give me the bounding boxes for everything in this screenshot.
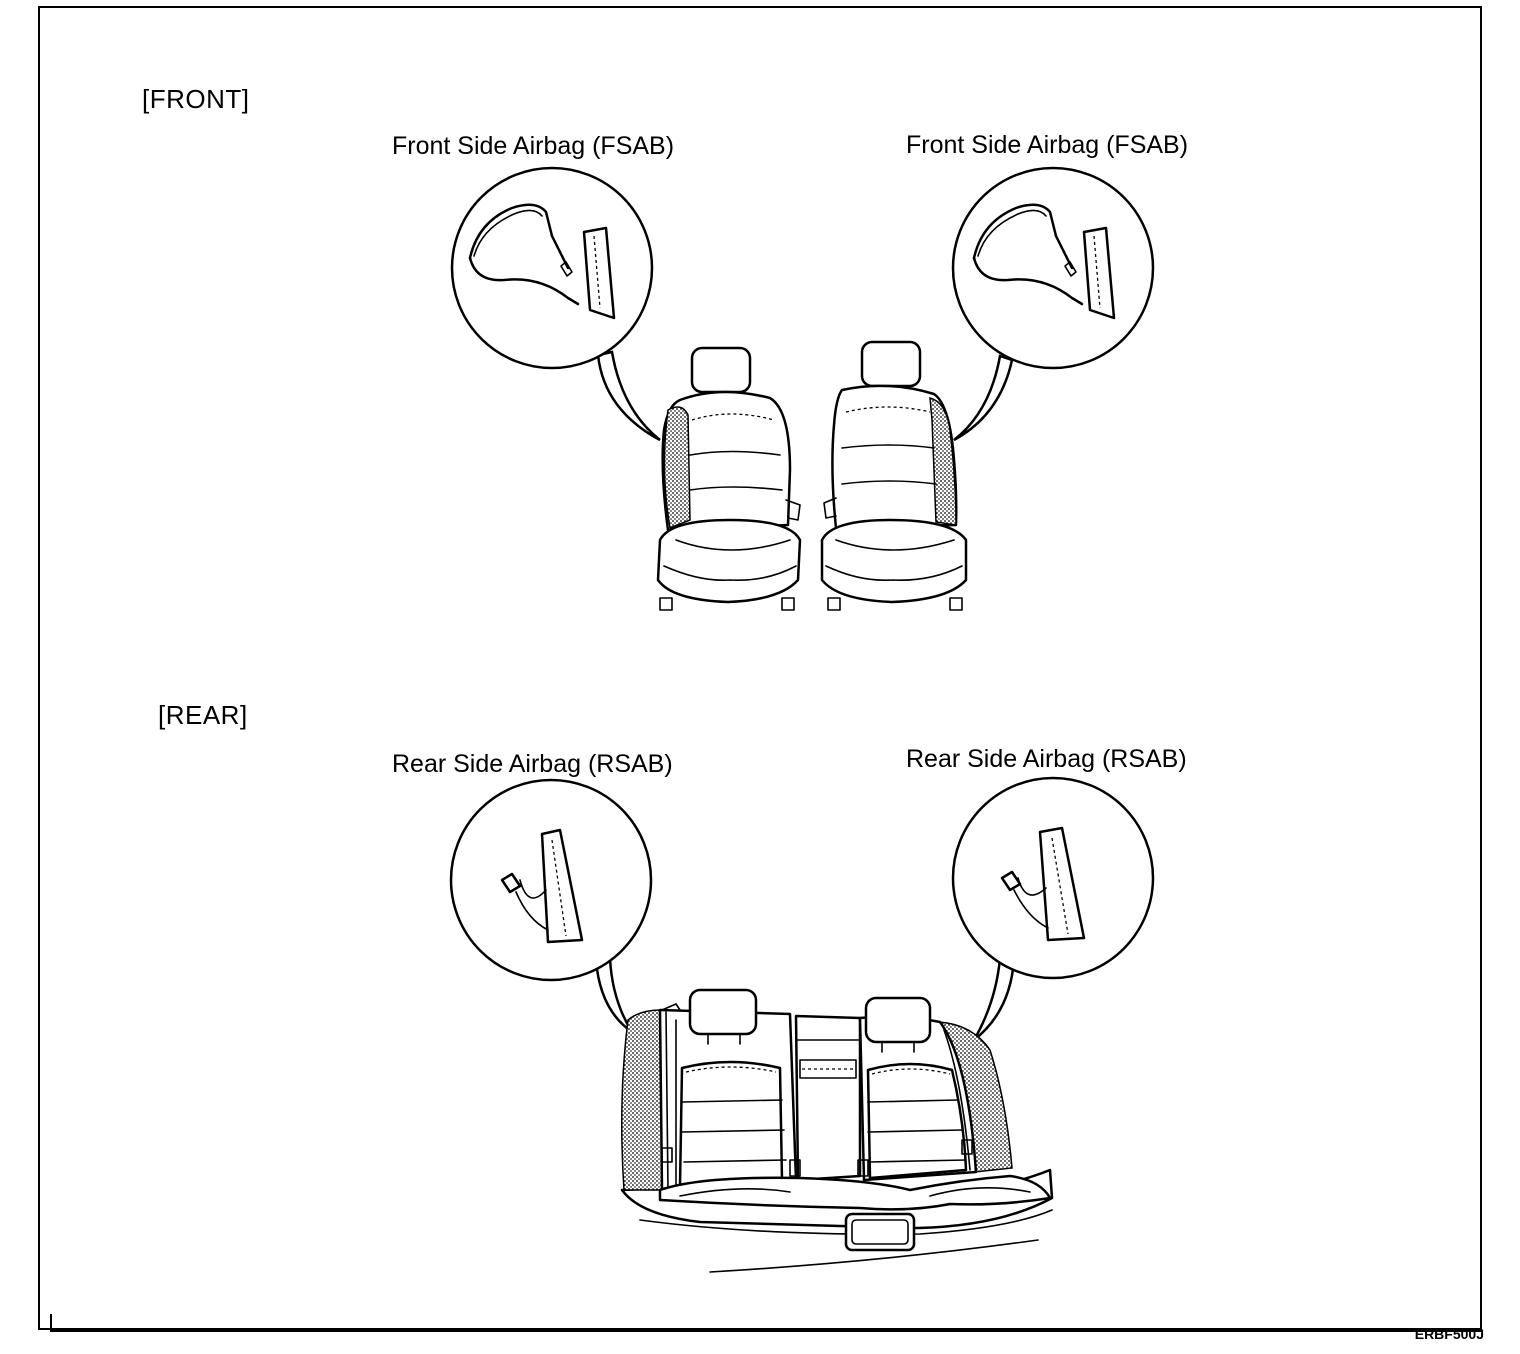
frame-shadow-edge: [50, 1314, 1482, 1332]
diagram-frame: [38, 6, 1482, 1330]
rear-left-callout-label: Rear Side Airbag (RSAB): [392, 750, 673, 778]
rear-section-label: [REAR]: [158, 700, 248, 730]
front-left-seat-illustration: [656, 346, 802, 611]
front-left-callout-label: Front Side Airbag (FSAB): [392, 132, 675, 160]
front-left-callout-bubble: [450, 166, 661, 442]
rear-left-callout-bubble: [449, 778, 653, 1034]
figure-code: ERBF500J: [1414, 1326, 1484, 1342]
front-right-seat-illustration: [820, 340, 968, 611]
front-right-callout-bubble: [951, 166, 1155, 442]
front-right-callout-label: Front Side Airbag (FSAB): [906, 131, 1189, 159]
rear-bench-seat-illustration: [620, 988, 1054, 1273]
rear-right-callout-bubble: [951, 776, 1155, 1041]
front-section-label: [FRONT]: [142, 84, 250, 114]
rear-right-callout-label: Rear Side Airbag (RSAB): [906, 745, 1187, 773]
